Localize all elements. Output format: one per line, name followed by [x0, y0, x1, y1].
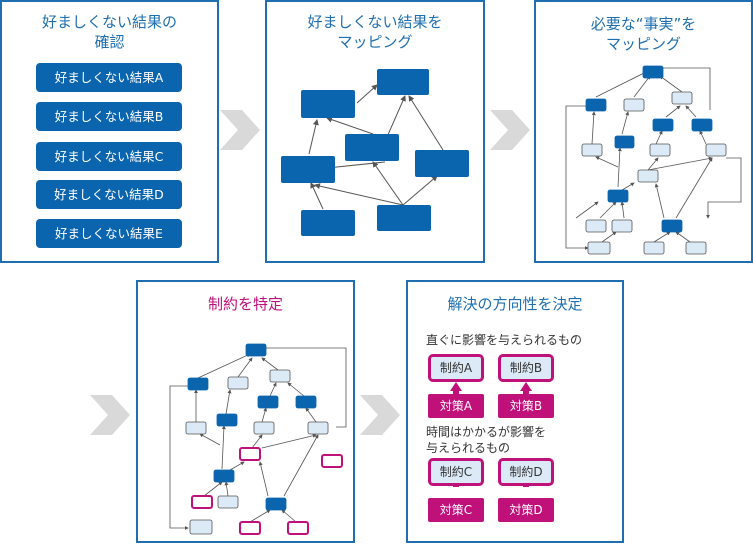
panel2-title-line2: マッピング — [337, 33, 413, 51]
constraint-a: 制約A — [428, 354, 484, 382]
panel1-title-line2: 確認 — [94, 33, 125, 51]
panel-map-undesirable-effects: 好ましくない結果を マッピング — [265, 0, 485, 263]
constraint-b: 制約B — [498, 354, 554, 382]
constraint-c: 制約C — [428, 458, 484, 486]
panel1-title-line1: 好ましくない結果の — [41, 13, 177, 31]
panel-undesirable-effects: 好ましくない結果の 確認 好ましくない結果A 好ましくない結果B 好ましくない結… — [0, 0, 219, 263]
chevron-arrow-4-icon — [360, 395, 400, 435]
measure-c: 対策C — [428, 498, 484, 522]
panel-solution-direction: 解決の方向性を決定 直ぐに影響を与えられるもの 制約A 制約B 対策A 対策B … — [406, 280, 624, 543]
panel-identify-constraints: 制約を特定 — [136, 280, 355, 543]
undesirable-effect-a: 好ましくない結果A — [36, 63, 182, 92]
undesirable-effect-b: 好ましくない結果B — [36, 102, 182, 131]
panel-map-facts: 必要な“事実”を マッピング — [534, 0, 753, 263]
chevron-arrow-2-icon — [490, 110, 530, 150]
constraint-d: 制約D — [498, 458, 554, 486]
constraint-map-diagram — [169, 343, 347, 535]
panel3-title-line1: 必要な“事実”を — [590, 15, 697, 33]
facts-map-diagram — [565, 65, 742, 255]
panel2-title-line1: 好ましくない結果を — [307, 13, 443, 31]
panel4-title: 制約を特定 — [207, 295, 283, 313]
panel3-title-line2: マッピング — [605, 35, 681, 53]
undesirable-effect-d: 好ましくない結果D — [36, 180, 182, 209]
chevron-arrow-1-icon — [220, 110, 260, 150]
delayed-label-line1: 時間はかかるが影響を — [426, 425, 547, 439]
measure-a: 対策A — [428, 394, 484, 418]
measure-b: 対策B — [498, 394, 554, 418]
delayed-label-line2: 与えられるもの — [426, 441, 511, 455]
measure-d: 対策D — [498, 498, 554, 522]
chevron-arrow-3-icon — [90, 395, 130, 435]
immediate-label: 直ぐに影響を与えられるもの — [426, 333, 583, 347]
undesirable-effect-e: 好ましくない結果E — [36, 219, 182, 248]
panel5-title: 解決の方向性を決定 — [447, 295, 583, 313]
undesirable-effect-c: 好ましくない結果C — [36, 142, 182, 171]
effects-map-diagram — [281, 69, 469, 236]
